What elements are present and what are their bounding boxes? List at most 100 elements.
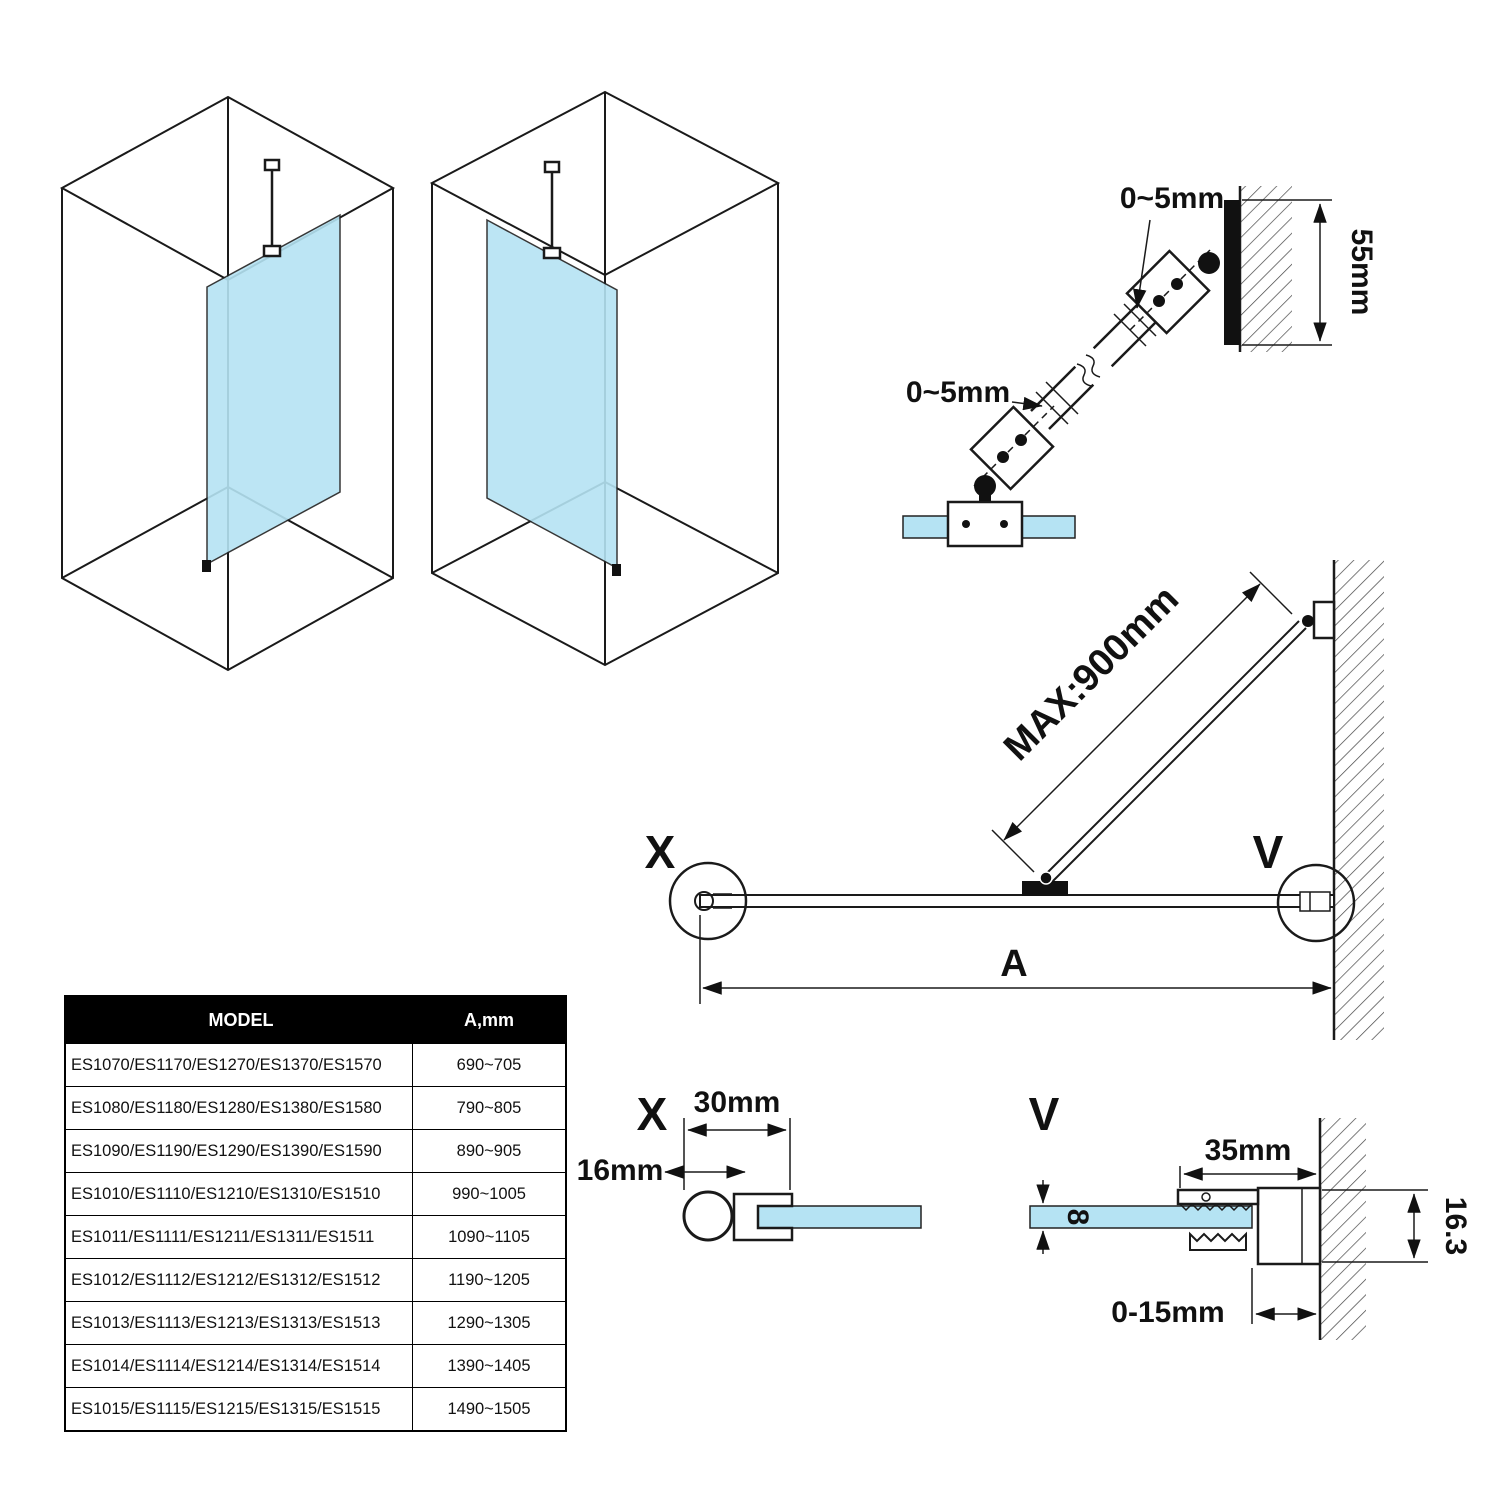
amm-cell: 1290~1305 <box>412 1301 567 1345</box>
wall-hatch <box>1240 186 1292 352</box>
max-length-arrow <box>1003 583 1261 841</box>
amm-cell: 990~1005 <box>412 1172 567 1216</box>
detail-v-width-label: 35mm <box>1205 1134 1292 1167</box>
clamp-bolt <box>1015 434 1027 446</box>
ext-line <box>991 829 1035 873</box>
table-row: ES1015/ES1115/ES1215/ES1315/ES1515 1490~… <box>64 1387 567 1432</box>
model-cell: ES1090/ES1190/ES1290/ES1390/ES1590 <box>64 1129 413 1173</box>
wall-profile-flange <box>1176 1188 1260 1206</box>
amm-cell: 1490~1505 <box>412 1387 567 1432</box>
flange-serration <box>1179 1202 1253 1212</box>
glass-pivot-ball <box>974 475 996 497</box>
detail-x-marker: X <box>645 826 676 878</box>
model-cell: ES1013/ES1113/ES1213/ES1313/ES1513 <box>64 1301 413 1345</box>
model-column-header: MODEL <box>64 995 413 1044</box>
glass-panel <box>206 213 341 566</box>
detail-v-section: V 8 35mm 16.3 0-15mm <box>1029 1088 1472 1340</box>
amm-column-header: A,mm <box>412 995 567 1044</box>
gap-tick <box>1123 303 1157 337</box>
model-cell: ES1014/ES1114/ES1214/ES1314/ES1514 <box>64 1344 413 1388</box>
glass-channel-profile <box>732 1192 794 1242</box>
glass-clamp <box>262 244 282 258</box>
amm-cell: 890~905 <box>412 1129 567 1173</box>
table-header-row: MODEL A,mm <box>64 995 567 1044</box>
glass-panel-side <box>699 894 1335 908</box>
table-row: ES1011/ES1111/ES1211/ES1311/ES1511 1090~… <box>64 1215 567 1259</box>
iso-enclosure-right <box>429 90 781 667</box>
block-bolt <box>962 520 970 528</box>
table-row: ES1080/ES1180/ES1280/ES1380/ES1580 790~8… <box>64 1086 567 1130</box>
wall-plate <box>1224 200 1240 345</box>
glass-clamp-block <box>946 500 1024 548</box>
clamp-bolt <box>1171 278 1183 290</box>
ceiling-mount <box>543 160 561 174</box>
glass-edge <box>1029 1205 1253 1229</box>
clamp-bolt <box>997 451 1009 463</box>
gap-top-leader <box>1133 219 1151 309</box>
wall-hatch <box>1334 560 1384 1040</box>
amm-cell: 1190~1205 <box>412 1258 567 1302</box>
width-label: A <box>1000 943 1027 985</box>
support-bar-bracket-detail: 0~5mm 0~5mm 55mm <box>902 182 1378 548</box>
table-row: ES1010/ES1110/ES1210/ES1310/ES1510 990~1… <box>64 1172 567 1216</box>
detail-v-title: V <box>1029 1088 1060 1140</box>
model-cell: ES1070/ES1170/ES1270/ES1370/ES1570 <box>64 1043 413 1087</box>
floor-bracket <box>202 560 211 572</box>
tube-break-line <box>1076 363 1092 387</box>
model-cell: ES1010/ES1110/ES1210/ES1310/ES1510 <box>64 1172 413 1216</box>
max-length-label: MAX:900mm <box>996 578 1187 769</box>
amm-cell: 1390~1405 <box>412 1344 567 1388</box>
glass-panel <box>486 218 618 570</box>
amm-cell: 690~705 <box>412 1043 567 1087</box>
gap-top-label: 0~5mm <box>1120 182 1224 215</box>
detail-x-title: X <box>637 1088 668 1140</box>
detail-x-width-label: 30mm <box>694 1086 781 1119</box>
gap-tick <box>1045 381 1079 415</box>
detail-x-section: X 30mm 16mm <box>577 1086 922 1242</box>
detail-v-circle <box>1276 863 1356 943</box>
amm-cell: 1090~1105 <box>412 1215 567 1259</box>
wall-profile-body <box>1256 1186 1322 1266</box>
block-bolt <box>1000 520 1008 528</box>
model-cell: ES1080/ES1180/ES1280/ES1380/ES1580 <box>64 1086 413 1130</box>
detail-x-circle <box>668 861 748 941</box>
glass-clamp-block <box>1022 881 1068 896</box>
support-wedge <box>1189 1231 1247 1251</box>
table-row: ES1012/ES1112/ES1212/ES1312/ES1512 1190~… <box>64 1258 567 1302</box>
flange-screw <box>1201 1192 1211 1202</box>
model-cell: ES1012/ES1112/ES1212/ES1312/ES1512 <box>64 1258 413 1302</box>
gap-tick <box>1113 313 1147 347</box>
tube-break-line <box>1085 354 1101 378</box>
ext-line <box>1249 571 1293 615</box>
gap-bottom-leader <box>1011 396 1043 411</box>
wall-pivot-ball <box>1198 252 1220 274</box>
installation-side-view: MAX:900mm X V A <box>645 560 1384 1040</box>
lower-clamp-centerline <box>973 405 1055 487</box>
ceiling-mount <box>263 158 281 172</box>
model-cell: ES1011/ES1111/ES1211/ES1311/ES1511 <box>64 1215 413 1259</box>
table-row: ES1070/ES1170/ES1270/ES1370/ES1570 690~7… <box>64 1043 567 1087</box>
model-cell: ES1015/ES1115/ES1215/ES1315/ES1515 <box>64 1387 413 1432</box>
detail-v-gap-label: 0-15mm <box>1111 1296 1224 1329</box>
upper-clamp-centerline <box>1129 249 1211 331</box>
table-row: ES1013/ES1113/ES1213/ES1313/ES1513 1290~… <box>64 1301 567 1345</box>
glass-clamp <box>542 246 562 260</box>
detail-v-height-label: 16.3 <box>1439 1197 1472 1255</box>
tube-cross-section <box>682 1190 734 1242</box>
glass-thickness-label: 8 <box>1061 1209 1094 1226</box>
table-row: ES1090/ES1190/ES1290/ES1390/ES1590 890~9… <box>64 1129 567 1173</box>
plate-height-label: 55mm <box>1345 229 1378 316</box>
gap-tick <box>1035 391 1069 425</box>
gap-bottom-label: 0~5mm <box>906 376 1010 409</box>
wall-pivot <box>1302 615 1314 627</box>
wall-bracket <box>1312 600 1336 640</box>
clamp-bolt <box>1153 295 1165 307</box>
glass-pivot <box>1039 871 1053 885</box>
wall-hatch <box>1320 1118 1366 1340</box>
amm-cell: 790~805 <box>412 1086 567 1130</box>
glass-edge <box>755 1205 922 1229</box>
detail-x-depth-label: 16mm <box>577 1154 664 1187</box>
detail-v-marker: V <box>1253 826 1284 878</box>
